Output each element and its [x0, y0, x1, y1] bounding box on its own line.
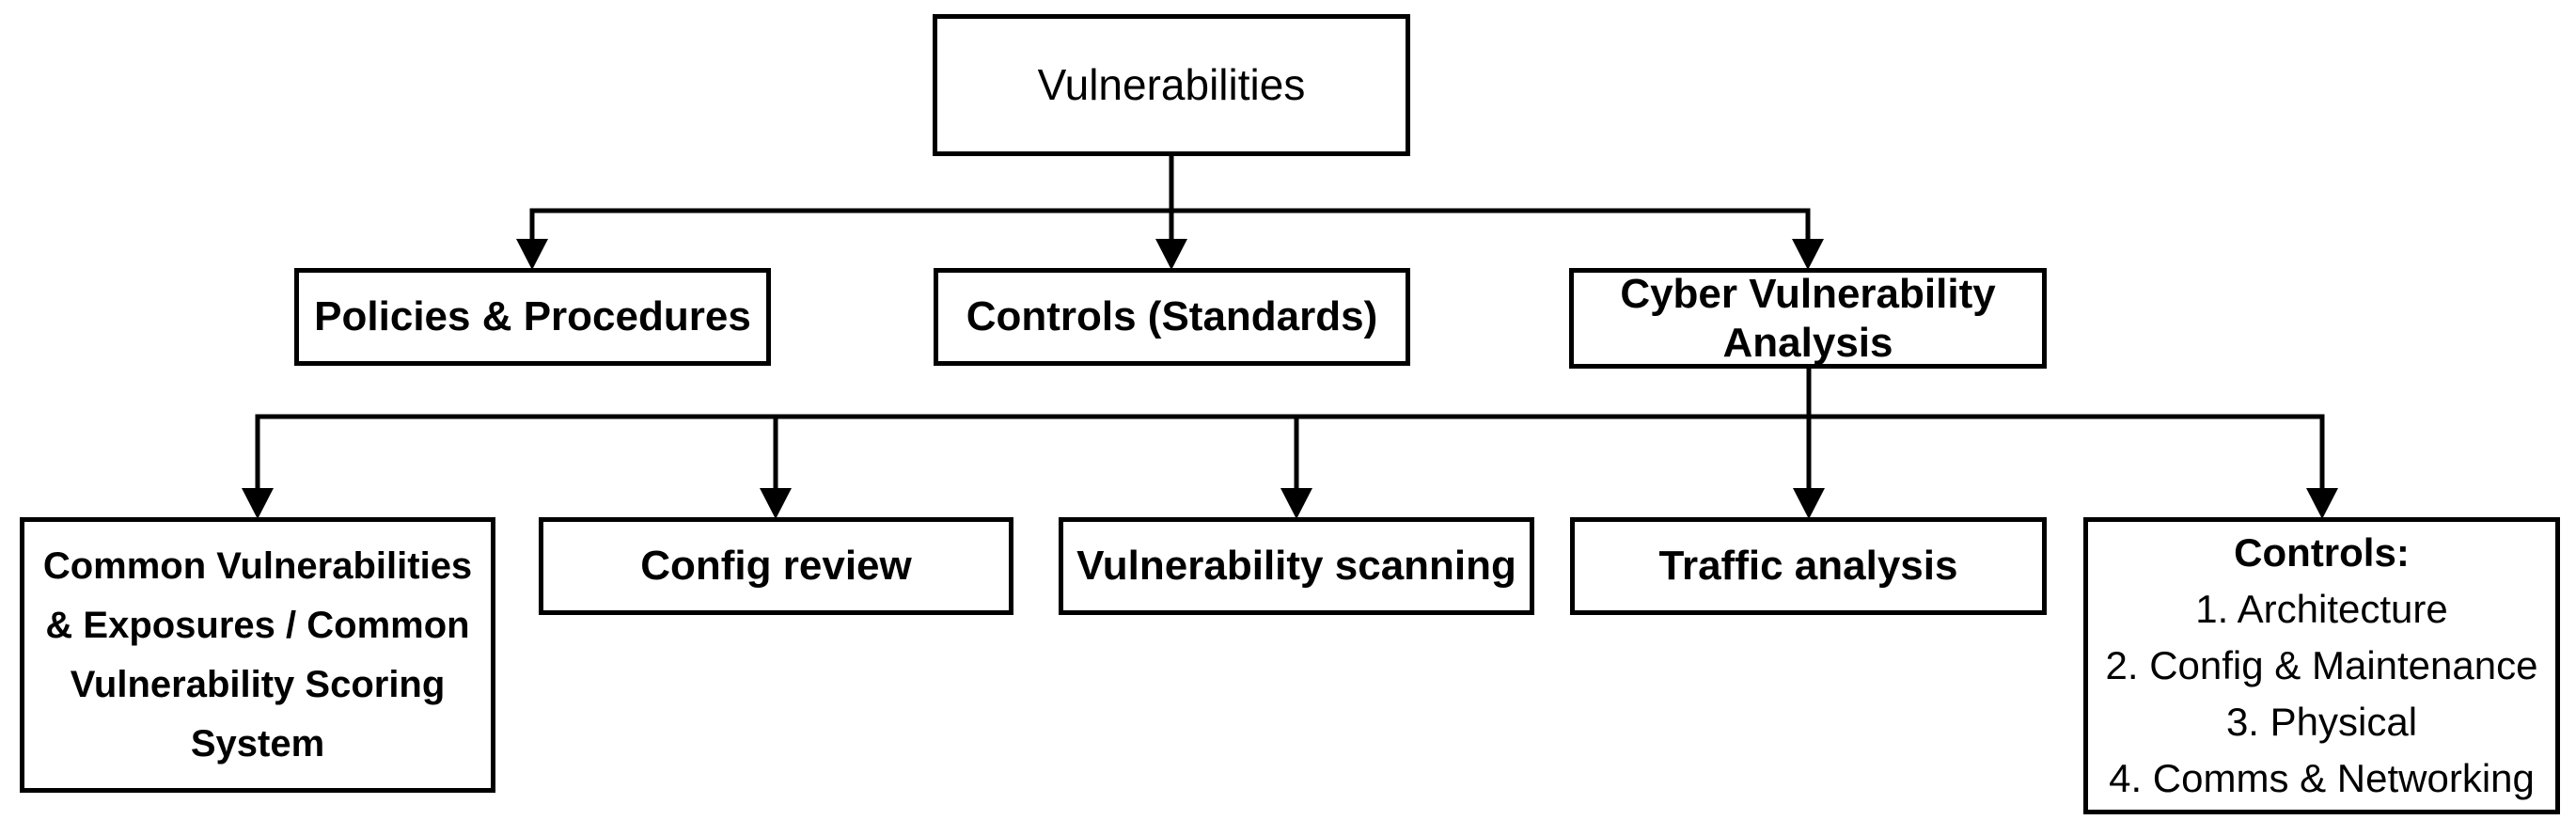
node-cve-cvss-line4: System [190, 722, 325, 765]
arrow-down-icon [760, 488, 792, 519]
connector-root-to-level2 [529, 151, 1811, 244]
node-cve-cvss-line3: Vulnerability Scoring [70, 663, 446, 705]
arrow-down-icon [516, 239, 548, 270]
node-controls-list-item-4: 4. Comms & Networking [2109, 756, 2535, 800]
arrow-down-icon [1793, 488, 1825, 519]
node-policies-procedures: Policies & Procedures [294, 268, 771, 366]
arrow-down-icon [1280, 488, 1312, 519]
node-config-review-label: Config review [640, 543, 912, 590]
arrow-down-icon [2306, 488, 2338, 519]
node-traffic-analysis: Traffic analysis [1570, 517, 2047, 615]
arrowheads-level3 [242, 488, 2338, 519]
node-cve-cvss-line1: Common Vulnerabilities [42, 544, 473, 587]
arrowheads-level2 [516, 239, 1824, 270]
node-vulnerabilities: Vulnerabilities [933, 14, 1410, 156]
node-vulnerabilities-label: Vulnerabilities [1037, 60, 1306, 110]
node-controls-list: Controls: 1. Architecture 2. Config & Ma… [2083, 517, 2560, 814]
node-vulnerability-scanning: Vulnerability scanning [1059, 517, 1534, 615]
node-traffic-analysis-label: Traffic analysis [1658, 543, 1958, 590]
node-cyber-vulnerability-analysis-label: Cyber Vulnerability Analysis [1620, 270, 1996, 366]
node-controls-standards: Controls (Standards) [934, 268, 1410, 366]
arrow-down-icon [1792, 239, 1824, 270]
node-cve-cvss: Common Vulnerabilities & Exposures / Com… [20, 517, 495, 793]
node-cyber-vulnerability-analysis: Cyber Vulnerability Analysis [1569, 268, 2047, 369]
node-controls-list-item-1: 1. Architecture [2195, 587, 2448, 631]
node-config-review: Config review [539, 517, 1013, 615]
node-controls-list-item-2: 2. Config & Maintenance [2105, 643, 2538, 687]
node-policies-procedures-label: Policies & Procedures [314, 293, 751, 340]
node-vulnerability-scanning-label: Vulnerability scanning [1076, 543, 1516, 590]
node-cve-cvss-line2: & Exposures / Common [45, 604, 470, 646]
connector-cyber-to-level3 [255, 364, 2325, 493]
arrow-down-icon [242, 488, 274, 519]
arrow-down-icon [1155, 239, 1187, 270]
node-controls-standards-label: Controls (Standards) [966, 293, 1378, 340]
node-controls-list-title: Controls: [2234, 530, 2410, 575]
node-controls-list-item-3: 3. Physical [2225, 700, 2418, 744]
